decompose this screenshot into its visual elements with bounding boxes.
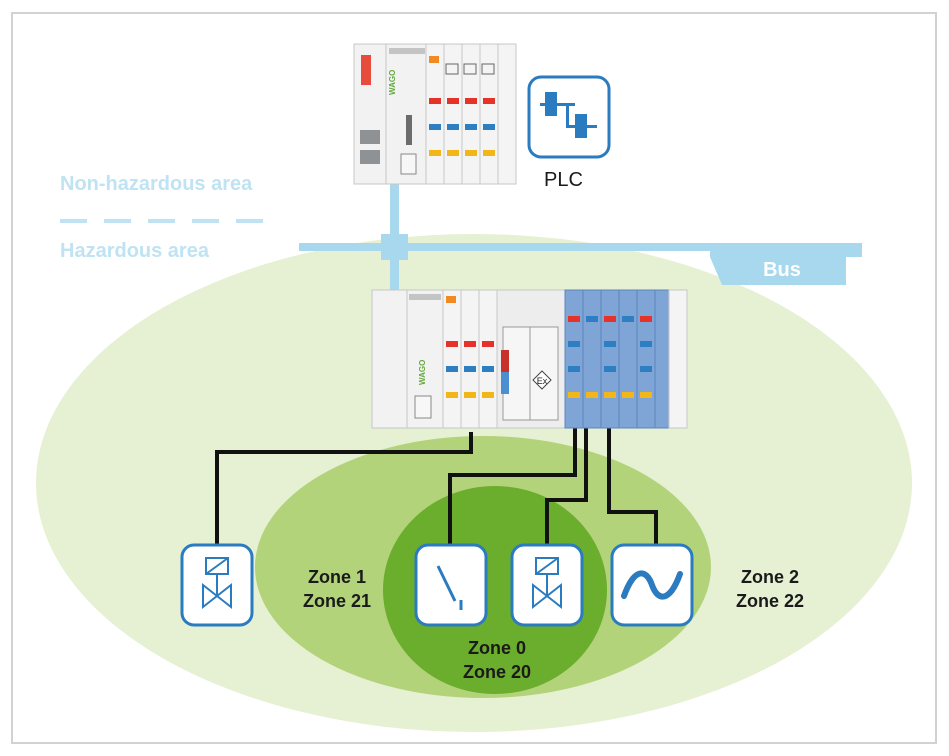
zone0-label-line1: Zone 0 (467, 638, 526, 658)
zone2-label-line2: Zone 22 (735, 591, 805, 611)
valve-icon (180, 543, 254, 627)
zone1-label: Zone 1 Zone 21 (297, 565, 377, 613)
svg-text:WAGO: WAGO (388, 70, 397, 95)
svg-text:WAGO: WAGO (418, 360, 427, 385)
zone0-area (383, 486, 607, 694)
valve-icon (510, 543, 584, 627)
svg-text:Ex: Ex (537, 376, 548, 386)
zone2-label: Zone 2 Zone 22 (725, 565, 815, 613)
zone1-label-line1: Zone 1 (307, 567, 366, 587)
signal-wires (215, 428, 658, 545)
hazardous-area-label: Hazardous area (60, 240, 209, 262)
non-hazardous-area-label: Non-hazardous area (60, 173, 253, 195)
io-controller: WAGO Ex (371, 289, 688, 429)
sine-wave-icon (610, 543, 694, 627)
zone0-label-line2: Zone 20 (462, 662, 532, 682)
bus-line (299, 180, 862, 295)
zone1-label-line2: Zone 21 (302, 591, 372, 611)
zone0-label: Zone 0 Zone 20 (452, 636, 542, 684)
plc-controller: WAGO (353, 43, 517, 185)
zone2-label-line1: Zone 2 (740, 567, 799, 587)
plc-label: PLC (544, 169, 583, 191)
switch-icon (414, 543, 488, 627)
bus-label: Bus (763, 259, 801, 281)
area-separator-dashes (60, 219, 263, 223)
plc-logic-icon (527, 75, 611, 159)
